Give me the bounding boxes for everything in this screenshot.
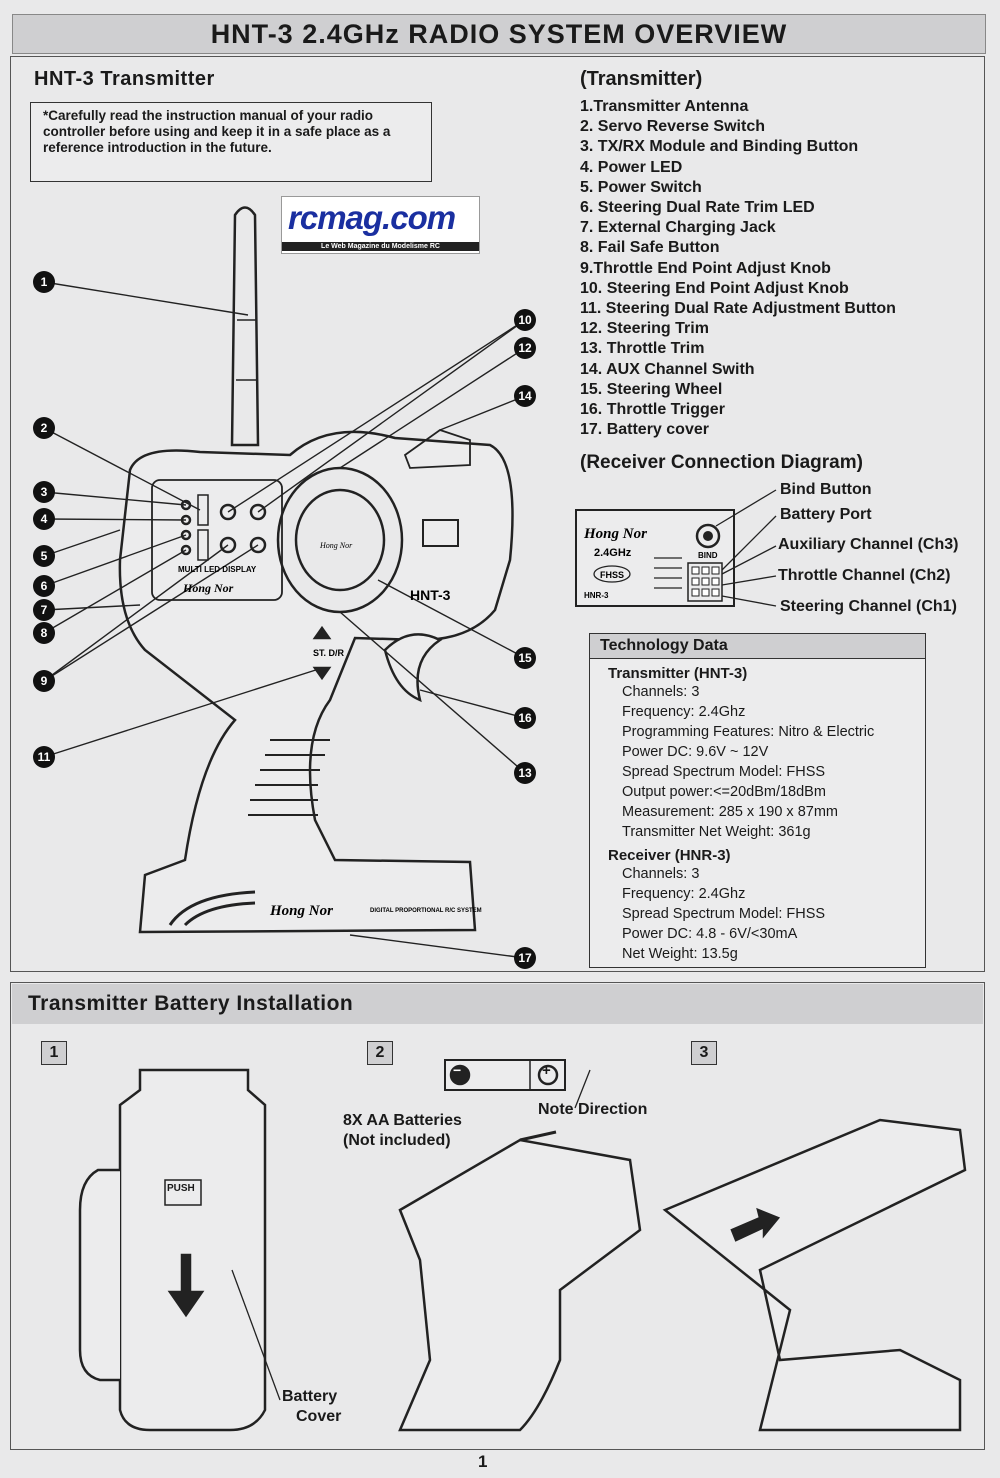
base-text: DIGITAL PROPORTIONAL R/C SYSTEM (370, 908, 482, 914)
callout-16: 16 (514, 707, 536, 729)
caution-note: *Carefully read the instruction manual o… (30, 102, 432, 182)
push-label: PUSH (167, 1183, 195, 1194)
st-dr-label: ST. D/R (313, 648, 345, 658)
tech-heading: Technology Data (590, 634, 925, 659)
callout-5: 5 (33, 545, 55, 567)
list-item: 17. Battery cover (580, 421, 709, 439)
callout-8: 8 (33, 622, 55, 644)
list-item: 1.Transmitter Antenna (580, 98, 749, 115)
panel-brand: Hong Nor (182, 581, 234, 595)
callout-11: 11 (33, 746, 55, 768)
led-display-label: MULTI LED DISPLAY (178, 565, 257, 574)
tech-row: Programming Features: Nitro & Electric (622, 724, 875, 740)
battery-illustrations (78, 1059, 967, 1432)
minus-icon: − (453, 1062, 462, 1078)
tech-row: Frequency: 2.4Ghz (622, 886, 746, 902)
receiver-diagram: Hong Nor 2.4GHz FHSS HNR-3 BIND (575, 489, 777, 607)
list-item: 15. Steering Wheel (580, 380, 723, 398)
page-title: HNT-3 2.4GHz RADIO SYSTEM OVERVIEW (210, 18, 788, 49)
tech-row: Power DC: 4.8 - 6V/<30mA (622, 926, 798, 942)
callout-6: 6 (33, 575, 55, 597)
callout-2: 2 (33, 417, 55, 439)
tech-row: Transmitter Net Weight: 361g (622, 824, 811, 840)
page-number: 1 (478, 1452, 488, 1471)
battery-section-header: Transmitter Battery Installation (12, 984, 983, 1024)
callout-10: 10 (514, 309, 536, 331)
tech-row: Power DC: 9.6V ~ 12V (622, 744, 769, 760)
rcmag-logo: rcmag.com Le Web Magazine du Modelisme R… (281, 196, 480, 254)
overview-frame (10, 56, 985, 972)
note-direction-label: Note Direction (538, 1101, 648, 1118)
technology-data-box: Technology Data Transmitter (HNT-3) Chan… (589, 633, 926, 968)
callout-17: 17 (514, 947, 536, 969)
tech-transmitter-title: Transmitter (HNT-3) (608, 665, 748, 682)
callout-9: 9 (33, 670, 55, 692)
callout-3: 3 (33, 481, 55, 503)
aux-channel-label: Auxiliary Channel (Ch3) (778, 536, 959, 553)
receiver-fhss: FHSS (600, 570, 624, 580)
transmitter-diagram: Hong Nor Hong Nor MULTI LED DISPLAY HNT-… (43, 206, 526, 959)
callout-14: 14 (514, 385, 536, 407)
tech-row: Channels: 3 (622, 684, 700, 700)
parts-heading: (Transmitter) (580, 68, 703, 90)
receiver-brand: Hong Nor (583, 526, 647, 542)
list-item: 3. TX/RX Module and Binding Button (580, 138, 859, 156)
callout-13: 13 (514, 762, 536, 784)
model-label: HNT-3 (410, 587, 451, 603)
receiver-model: HNR-3 (584, 591, 609, 600)
callout-15: 15 (514, 647, 536, 669)
list-item: 5. Power Switch (580, 178, 702, 196)
list-item: 4. Power LED (580, 158, 683, 176)
tech-receiver-title: Receiver (HNR-3) (608, 847, 731, 864)
batteries-label-line1: 8X AA Batteries (343, 1112, 462, 1129)
step-2-badge: 2 (367, 1041, 393, 1065)
battery-cover-label-line2: Cover (296, 1408, 342, 1425)
callout-1: 1 (33, 271, 55, 293)
tech-row: Spread Spectrum Model: FHSS (622, 764, 826, 780)
logo-text: rcmag.com (288, 199, 456, 236)
callout-12: 12 (514, 337, 536, 359)
tech-row: Net Weight: 13.5g (622, 946, 738, 962)
tech-row: Channels: 3 (622, 866, 700, 882)
transmitter-heading: HNT-3 Transmitter (34, 68, 215, 90)
tech-row: Measurement: 285 x 190 x 87mm (622, 804, 838, 820)
step-1-badge: 1 (41, 1041, 67, 1065)
tech-row: Spread Spectrum Model: FHSS (622, 906, 826, 922)
batteries-label-line2: (Not included) (343, 1132, 451, 1149)
list-item: 8. Fail Safe Button (580, 239, 720, 257)
list-item: 7. External Charging Jack (580, 219, 776, 237)
tech-row: Output power:<=20dBm/18dBm (622, 784, 826, 800)
steering-channel-label: Steering Channel (Ch1) (780, 598, 957, 615)
battery-port-label: Battery Port (780, 506, 872, 523)
list-item: 2. Servo Reverse Switch (580, 118, 765, 136)
callout-7: 7 (33, 599, 55, 621)
battery-frame (10, 982, 985, 1450)
list-item: 12. Steering Trim (580, 320, 709, 338)
list-item: 9.Throttle End Point Adjust Knob (580, 259, 831, 277)
list-item: 6. Steering Dual Rate Trim LED (580, 199, 815, 217)
list-item: 11. Steering Dual Rate Adjustment Button (580, 300, 896, 318)
receiver-freq: 2.4GHz (594, 547, 632, 559)
throttle-channel-label: Throttle Channel (Ch2) (778, 567, 951, 584)
parts-list: 1.Transmitter Antenna 2. Servo Reverse S… (580, 97, 896, 440)
battery-cover-label-line1: Battery (282, 1388, 338, 1405)
list-item: 10. Steering End Point Adjust Knob (580, 279, 849, 297)
receiver-heading: (Receiver Connection Diagram) (580, 452, 863, 473)
tech-row: Frequency: 2.4Ghz (622, 704, 746, 720)
list-item: 13. Throttle Trim (580, 340, 705, 358)
bind-button-label: Bind Button (780, 481, 872, 498)
list-item: 14. AUX Channel Swith (580, 360, 755, 378)
title-banner: HNT-3 2.4GHz RADIO SYSTEM OVERVIEW (12, 14, 986, 54)
base-brand: Hong Nor (269, 903, 333, 919)
step-3-badge: 3 (691, 1041, 717, 1065)
bind-label: BIND (698, 551, 718, 560)
callout-4: 4 (33, 508, 55, 530)
wheel-brand: Hong Nor (319, 541, 353, 550)
logo-tagline: Le Web Magazine du Modelisme RC (282, 242, 479, 251)
list-item: 16. Throttle Trigger (580, 401, 725, 419)
battery-heading: Transmitter Battery Installation (28, 992, 354, 1015)
plus-icon: + (542, 1062, 551, 1079)
